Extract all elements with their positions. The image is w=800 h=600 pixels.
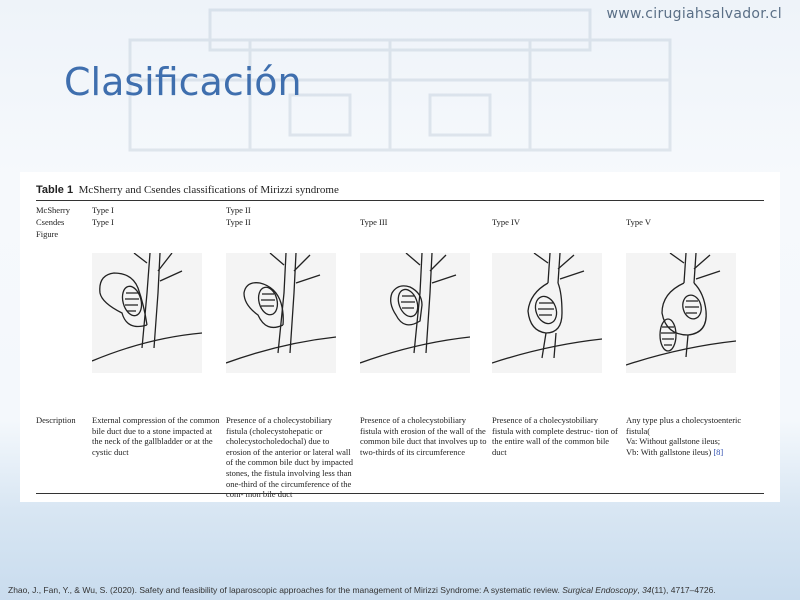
col1-mcsherry: Type I xyxy=(92,205,114,215)
type-1-diagram xyxy=(92,253,202,362)
col3-csendes: Type III xyxy=(360,217,388,227)
background-building-watermark xyxy=(128,8,672,152)
citation-issue-pages: (11), 4717–4726. xyxy=(651,585,716,595)
type-4-diagram xyxy=(492,253,602,364)
figure-type-4 xyxy=(492,253,602,373)
description-type-1: External compression of the common bile … xyxy=(92,415,220,457)
type-2-diagram xyxy=(226,253,336,364)
description-type-4: Presence of a cholecystobiliary fistula … xyxy=(492,415,618,457)
reference-link-8[interactable]: [8] xyxy=(713,446,724,457)
col4-csendes: Type IV xyxy=(492,217,520,227)
figure-type-1 xyxy=(92,253,202,373)
description-type-3: Presence of a cholecystobiliary fistula … xyxy=(360,415,487,457)
description-type-5-vb: Vb: With gallstone ileus) xyxy=(626,446,712,457)
row-label-figure: Figure xyxy=(36,229,59,239)
description-type-5-vb-line: Vb: With gallstone ileus) [8] xyxy=(626,447,754,458)
slide-title: Clasificación xyxy=(64,60,302,104)
table-caption-label: Table 1 xyxy=(36,184,74,196)
table-top-rule xyxy=(36,200,764,201)
classification-table: Table 1 McSherry and Csendes classificat… xyxy=(20,172,780,502)
table-caption-text: McSherry and Csendes classifications of … xyxy=(78,184,339,196)
citation-volume: 34 xyxy=(642,585,652,595)
table-grid: McSherry Csendes Figure Description Type… xyxy=(36,201,764,501)
figure-type-5 xyxy=(626,253,736,373)
row-label-csendes: Csendes xyxy=(36,217,65,227)
type-5-diagram xyxy=(626,253,736,366)
site-url: www.cirugiahsalvador.cl xyxy=(606,6,782,22)
figure-type-3 xyxy=(360,253,470,373)
figure-type-2 xyxy=(226,253,336,373)
row-label-description: Description xyxy=(36,415,76,425)
table-caption: Table 1 McSherry and Csendes classificat… xyxy=(36,184,764,196)
citation: Zhao, J., Fan, Y., & Wu, S. (2020). Safe… xyxy=(8,585,716,595)
col1-csendes: Type I xyxy=(92,217,114,227)
row-label-mcsherry: McSherry xyxy=(36,205,70,215)
description-type-5-main: Any type plus a cholecystoenteric fistul… xyxy=(626,415,742,436)
citation-journal: Surgical Endoscopy xyxy=(562,585,638,595)
col2-mcsherry: Type II xyxy=(226,205,251,215)
description-type-5-va: Va: Without gallstone ileus; xyxy=(626,436,721,447)
col5-csendes: Type V xyxy=(626,217,651,227)
type-3-diagram xyxy=(360,253,470,364)
col2-csendes: Type II xyxy=(226,217,251,227)
citation-authors: Zhao, J., Fan, Y., & Wu, S. (2020). Safe… xyxy=(8,585,560,595)
description-type-5: Any type plus a cholecystoenteric fistul… xyxy=(626,415,754,457)
description-type-2: Presence of a cholecystobiliary fistula … xyxy=(226,415,353,500)
table-bottom-rule xyxy=(36,493,764,494)
